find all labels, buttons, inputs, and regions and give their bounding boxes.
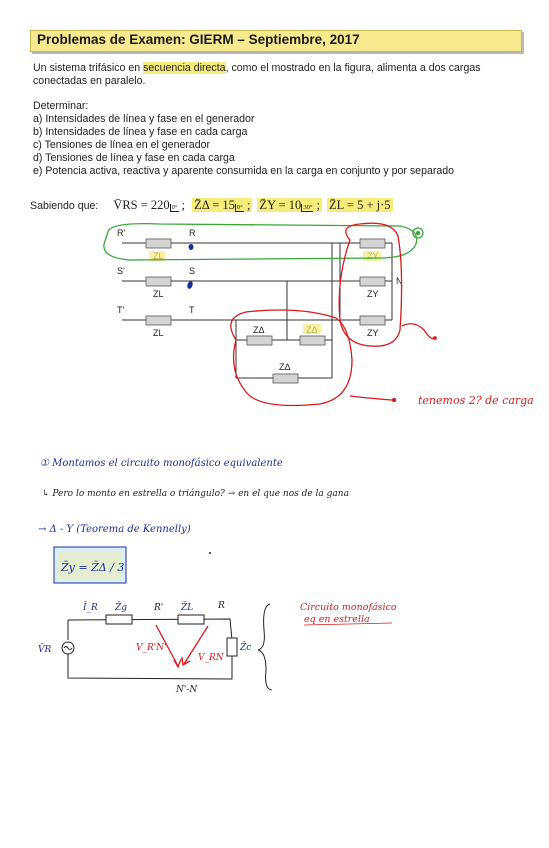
title-bar: Problemas de Examen: GIERM – Septiembre,…	[30, 30, 522, 52]
marker-highlights	[149, 251, 381, 334]
intro-text-pre: Un sistema trifásico en	[33, 62, 144, 74]
green-annotation	[103, 223, 424, 261]
intro-line-2: conectadas en paralelo.	[33, 75, 146, 87]
zd-label-1: ZΔ	[253, 325, 265, 335]
node-t-prime: T'	[117, 305, 124, 315]
mono-note-line1: Circuito monofásico	[300, 602, 397, 613]
mono-neutral: N'-N	[175, 685, 198, 695]
item-d: d) Tensiones de línea y fase en cada car…	[33, 152, 235, 164]
star-loads	[359, 238, 386, 326]
step1-note: ① Montamos el circuito monofásico equiva…	[40, 458, 283, 469]
zy-label-t: ZY	[367, 328, 379, 338]
item-e: e) Potencia activa, reactiva y aparente …	[33, 165, 455, 177]
mono-note-line2: eq en estrella	[304, 614, 370, 625]
mono-ir: Ī_R	[82, 601, 98, 613]
page-title: Problemas de Examen: GIERM – Septiembre,…	[37, 32, 360, 47]
mono-zg: Z̄g	[114, 601, 127, 613]
formula-box: Z̄y = Z̄Δ / 3	[53, 546, 127, 584]
node-r: R	[189, 228, 196, 238]
red-annotations	[230, 222, 437, 407]
zl-label-s: ZL	[153, 289, 164, 299]
zd-label-3: ZΔ	[279, 362, 291, 372]
node-t: T	[189, 305, 195, 315]
node-s: S	[189, 266, 195, 276]
mono-zl: Z̄L	[180, 601, 193, 613]
zy-label-s: ZY	[367, 289, 379, 299]
mono-red-arrows	[155, 624, 209, 669]
line-impedances	[145, 238, 172, 326]
eq-zl: Z̄L = 5 + j·5	[326, 198, 393, 212]
intro-text-post: , como el mostrado en la figura, aliment…	[225, 62, 481, 74]
side-note: tenemos 2? de carga	[418, 394, 534, 407]
delta-loads	[246, 335, 326, 384]
sabiendo-label: Sabiendo que:	[30, 200, 99, 212]
mono-zc: Z̄c	[239, 641, 251, 653]
circuit-labels: R' R S' S T' T N ZL ZL ZL ZY ZY ZY ZΔ ZΔ…	[117, 228, 403, 372]
item-b: b) Intensidades de línea y fase en cada …	[33, 126, 248, 138]
intro-highlight: secuencia directa	[143, 62, 226, 74]
mono-circuit	[61, 603, 273, 691]
mono-vrn: V_RN	[198, 653, 225, 663]
kennelly-note: → Δ - Y (Teorema de Kennelly)	[38, 524, 191, 535]
zl-label-t: ZL	[153, 328, 164, 338]
red-side-note: tenemos 2? de carga	[418, 394, 534, 407]
node-s-prime: S'	[117, 266, 125, 276]
item-c: c) Tensiones de línea en el generador	[33, 139, 211, 151]
kennelly-formula: Z̄y = Z̄Δ / 3	[60, 561, 124, 574]
question-note: ↳ Pero lo monto en estrella o triángulo?…	[42, 488, 349, 499]
blue-ink-marks	[187, 244, 194, 289]
item-a: a) Intensidades de línea y fase en el ge…	[33, 113, 255, 125]
handwritten-notes: ① Montamos el circuito monofásico equiva…	[38, 458, 349, 535]
mono-vrn-prime: V_R'N'	[136, 643, 167, 653]
node-n: N	[396, 276, 403, 286]
mono-r: R	[217, 601, 225, 611]
mono-r-prime: R'	[153, 603, 163, 613]
node-r-prime: R'	[117, 228, 125, 238]
mono-vr: V̄R	[38, 643, 51, 655]
mono-side-note: Circuito monofásico eq en estrella	[300, 602, 397, 626]
determinar-label: Determinar:	[33, 100, 89, 112]
intro-line-1: Un sistema trifásico en secuencia direct…	[33, 62, 481, 75]
mono-labels: Ī_R Z̄g R' Z̄L R V̄R V_R'N' V_RN Z̄c N'-…	[38, 601, 251, 695]
